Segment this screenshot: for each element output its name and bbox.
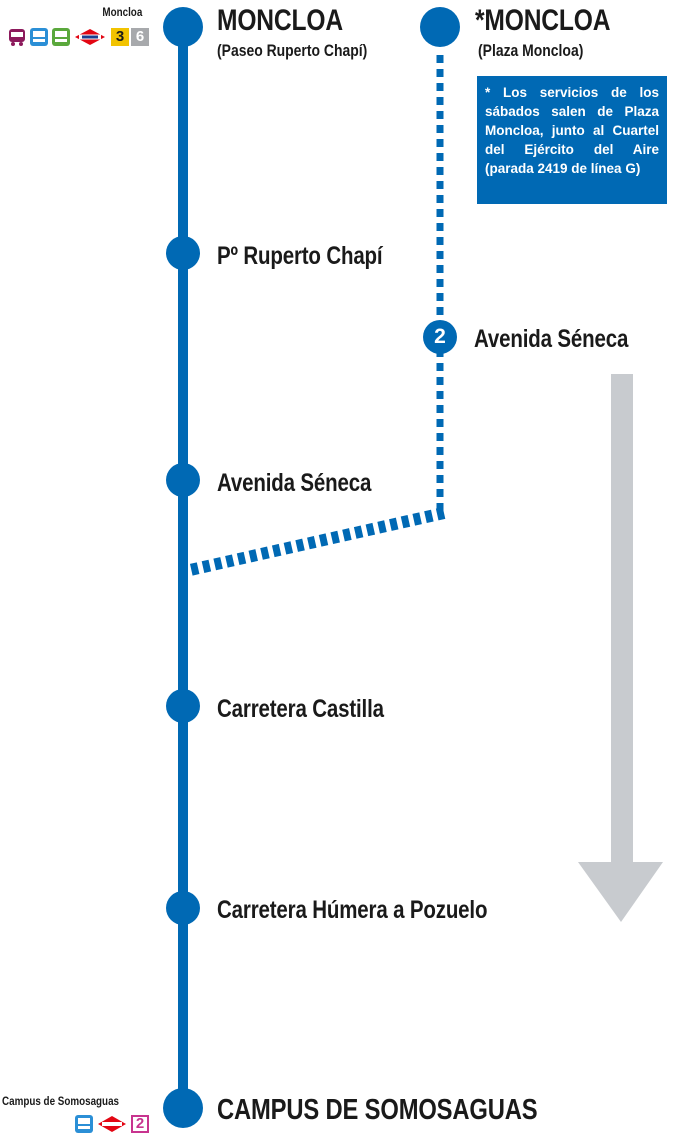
stop-sublabel-moncloa: (Paseo Ruperto Chapí) <box>217 41 368 60</box>
stop-circle-ruperto-chapi <box>166 236 200 270</box>
stop-circle-moncloa <box>163 7 203 47</box>
stop-circle-campus-somosaguas <box>163 1088 203 1128</box>
saturday-note: * Los servicios de los sábados salen de … <box>477 76 667 204</box>
stop-circle-avenida-seneca-2 <box>423 320 457 354</box>
stop-label-ruperto-chapi: Pº Ruperto Chapí <box>217 242 383 270</box>
stop-label-moncloa: MONCLOA <box>217 4 343 37</box>
stop-circle-plaza-moncloa <box>420 7 460 47</box>
stop-label-plaza-moncloa: *MONCLOA <box>475 4 611 37</box>
stop-label-carretera-castilla: Carretera Castilla <box>217 695 384 723</box>
saturday-route-dashed-connector <box>188 507 446 576</box>
stop-sublabel-plaza-moncloa: (Plaza Moncloa) <box>478 41 584 60</box>
metro-logo-icon <box>75 29 105 45</box>
bus-interurban-icon <box>9 29 25 46</box>
stop-label-avenida-seneca: Avenida Séneca <box>217 469 372 497</box>
stop-circle-carretera-castilla <box>166 689 200 723</box>
place-name-moncloa: Moncloa <box>102 5 143 19</box>
stop-circle-carretera-humera <box>166 891 200 925</box>
bus-green-icon <box>52 28 70 46</box>
place-name-campus: Campus de Somosaguas <box>2 1094 120 1108</box>
stop-number-badge: 2 <box>434 325 446 348</box>
direction-arrow <box>578 374 663 922</box>
stop-label-avenida-seneca-2: Avenida Séneca <box>474 325 629 353</box>
metro-ligero-line-2-badge: 2 <box>131 1115 149 1133</box>
stop-circle-avenida-seneca <box>166 463 200 497</box>
metro-line-3-badge: 3 <box>111 28 129 46</box>
stop-label-campus-somosaguas: CAMPUS DE SOMOSAGUAS <box>217 1094 538 1126</box>
metro-ligero-logo-icon <box>98 1116 126 1132</box>
bus-urban-icon <box>75 1115 93 1133</box>
stop-label-carretera-humera: Carretera Húmera a Pozuelo <box>217 896 488 924</box>
bus-urban-icon <box>30 28 48 46</box>
metro-line-6-badge: 6 <box>131 28 149 46</box>
